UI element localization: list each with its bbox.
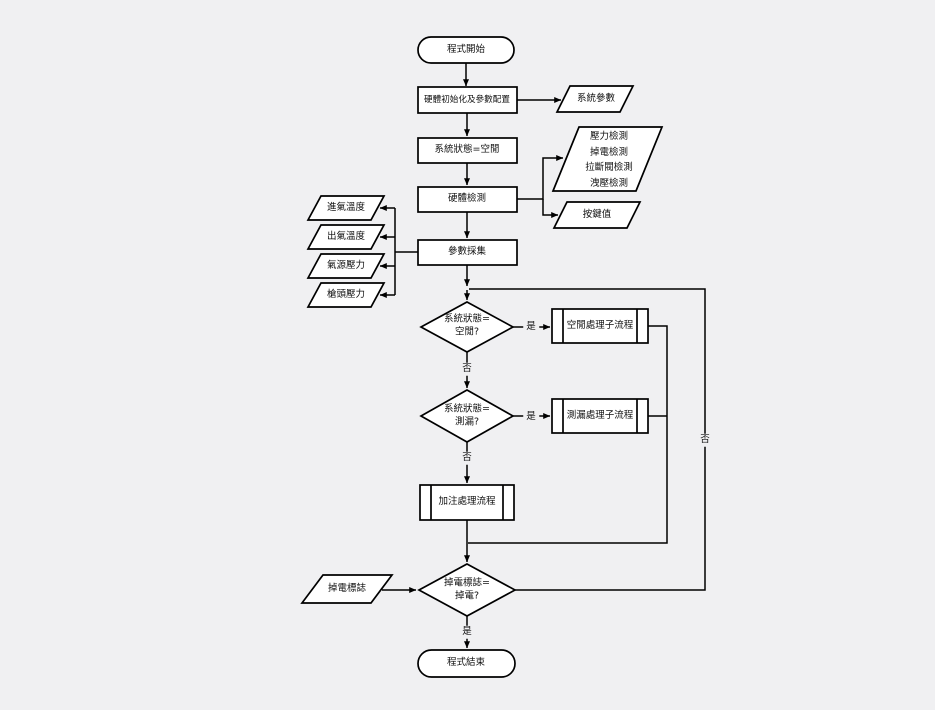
edge-label-yes-leak: 是: [523, 410, 539, 424]
end-node-label: 程式結束: [446, 656, 486, 668]
hw-check-label: 硬體檢測: [447, 192, 487, 204]
sys-params-data-shape: [555, 85, 635, 113]
connector-subprocess-return: [468, 325, 668, 544]
edge-label-no-leak: 否: [459, 451, 475, 465]
outlet-temp-data-shape: [306, 224, 386, 250]
init-process-shape: [417, 86, 518, 114]
gun-pressure-data-shape: [306, 282, 386, 308]
hw-check-output-line-1: 壓力檢測: [589, 131, 629, 142]
end-terminator-shape: [417, 649, 516, 678]
fill-subprocess-shape: [419, 484, 515, 521]
key-value-label: 按鍵值: [582, 208, 612, 220]
decision-idle-line1: 系統狀態=: [444, 313, 490, 325]
start-terminator-shape: [417, 36, 515, 64]
hw-check-output-line-3: 拉斷閥檢測: [585, 162, 633, 173]
inlet-temp-label: 進氣溫度: [326, 201, 366, 213]
collect-process-shape: [417, 239, 518, 266]
leak-subprocess-label: 測漏處理子流程: [566, 409, 634, 421]
hw-check-output-line-2: 掉電檢測: [589, 146, 629, 158]
decision-leak-line2: 測漏?: [454, 416, 480, 427]
connector-collect-trunk: [394, 208, 418, 295]
state-idle-process-shape: [417, 137, 518, 164]
poweroff-flag-data-shape: [300, 574, 394, 604]
start-node-label: 程式開始: [446, 43, 486, 55]
idle-subprocess-label: 空閒處理子流程: [566, 319, 634, 331]
gun-pressure-label: 槍頭壓力: [326, 288, 366, 300]
decision-poweroff-line2: 掉電?: [454, 590, 480, 601]
leak-subprocess-shape: [551, 398, 649, 434]
collect-label: 參數採集: [447, 245, 487, 257]
edge-label-no-idle: 否: [459, 362, 475, 376]
fill-process-label: 加注處理流程: [438, 495, 496, 507]
state-idle-label: 系統狀態=空閒: [434, 143, 500, 155]
decision-leak-line1: 系統狀態=: [444, 403, 490, 415]
idle-subprocess-shape: [551, 308, 649, 344]
connector-hwcheck-outputs: [517, 155, 564, 200]
decision-poweroff-diamond-shape: [417, 563, 517, 617]
decision-leak-label: 系統狀態= 測漏?: [444, 404, 490, 429]
decision-idle-line2: 空閒?: [454, 326, 480, 337]
decision-leak-diamond-shape: [419, 389, 515, 443]
hw-check-outputs-label: 壓力檢測 掉電檢測 拉斷閥檢測 洩壓檢測: [585, 129, 633, 191]
connector-hwcheck-keyvalue: [542, 199, 559, 218]
source-pressure-label: 氣源壓力: [326, 259, 366, 271]
edge-label-yes-poweroff: 是: [459, 625, 475, 639]
decision-poweroff-label: 掉電標誌= 掉電?: [444, 578, 490, 603]
poweroff-flag-label: 掉電標誌: [327, 582, 367, 594]
outlet-temp-label: 出氣溫度: [326, 230, 366, 242]
edge-label-yes-idle: 是: [523, 320, 539, 334]
sys-params-label: 系統參數: [576, 92, 616, 104]
hw-check-outputs-data-shape: [551, 126, 664, 192]
hw-check-output-line-4: 洩壓檢測: [589, 177, 629, 189]
decision-idle-diamond-shape: [419, 301, 515, 353]
key-value-data-shape: [552, 201, 642, 229]
decision-idle-label: 系統狀態= 空閒?: [444, 314, 490, 339]
init-node-label: 硬體初始化及參數配置: [424, 94, 510, 105]
hw-check-process-shape: [417, 186, 518, 213]
inlet-temp-data-shape: [306, 195, 386, 221]
decision-poweroff-line1: 掉電標誌=: [444, 577, 490, 589]
edge-label-no-poweroff: 否: [697, 433, 713, 447]
source-pressure-data-shape: [306, 253, 386, 279]
